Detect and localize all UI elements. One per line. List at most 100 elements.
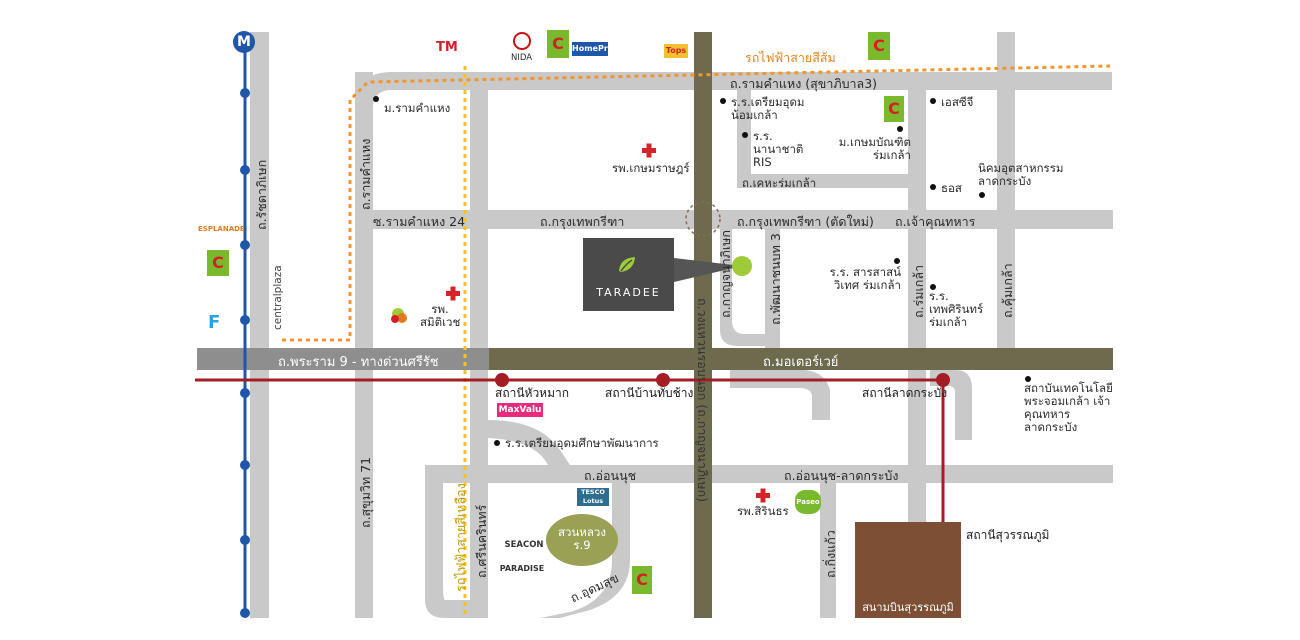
- fashion-island-logo: F: [208, 312, 221, 333]
- label-road-soi-ram-24: ซ.รามคำแหง 24: [373, 214, 466, 229]
- road-khum-klao: [997, 32, 1015, 350]
- label-thos: ธอส: [941, 181, 962, 195]
- maxvalu-logo: MaxValu: [497, 403, 543, 417]
- orange-line-track: [282, 64, 1111, 342]
- road-ramkhamhaeng-top: [355, 72, 1112, 108]
- road-curve-mid: [730, 370, 830, 420]
- esplanade-logo: ESPLANADE: [198, 225, 245, 233]
- label-kmitl: สถาบันเทคโนโลยี พระจอมเกล้า เจ้าคุณทหาร …: [1024, 381, 1113, 434]
- poi-dot: [894, 258, 900, 264]
- hospital-icons: [446, 143, 770, 503]
- road-udomsuk: [540, 483, 630, 618]
- label-road-king-kaeo: ถ.กิ่งแก้ว: [823, 530, 838, 578]
- blue-station: [240, 388, 250, 398]
- poi-dot: [494, 440, 500, 446]
- nida-logo-icon: [513, 32, 531, 50]
- blue-station: [240, 240, 250, 250]
- paseo-logo: Paseo: [795, 490, 821, 514]
- road-curve-left: [488, 420, 570, 465]
- label-road-ramkhamhaeng-top: ถ.รามคำแหง (สุขาภิบาล3): [730, 76, 878, 91]
- label-road-rama9: ถ.พระราม 9 - ทางด่วนศรีรัช: [278, 355, 439, 370]
- hospital-cross-icon: [446, 286, 460, 301]
- bigc-logo: C: [868, 32, 890, 60]
- road-ratchada: [250, 32, 269, 618]
- poi-dot: [742, 132, 748, 138]
- poi-dot: [930, 98, 936, 104]
- station-lat-krabang-marker: [936, 373, 950, 387]
- label-nida: NIDA: [511, 53, 533, 63]
- label-triam-nomklao: ร.ร.เตรียมอุดม น้อมเกล้า: [731, 95, 805, 122]
- road-kanchanaphisek: [694, 32, 712, 618]
- label-scg: เอสซีจี: [941, 95, 974, 109]
- blue-line-stations: [240, 88, 250, 618]
- road-krungthep-kreetha: [373, 210, 1113, 229]
- label-road-ke-ha-romklao: ถ.เคหะร่มเกล้า: [742, 176, 817, 190]
- poi-dot: [373, 96, 379, 102]
- bigc-logo: C: [207, 250, 229, 276]
- homepro-logo: HomePro: [572, 42, 613, 56]
- road-king-kaeo: [820, 483, 836, 618]
- poi-dot: [720, 98, 726, 104]
- station-hua-mak-marker: [495, 373, 509, 387]
- label-road-kanchanaphisek-1: ถ.กาญจนาภิเษก: [718, 230, 733, 318]
- taradee-project-box[interactable]: TARADEE: [583, 238, 674, 311]
- label-industrial-estate: นิคมอุตสาหกรรม ลาดกระบัง: [978, 161, 1064, 188]
- label-road-srinakarin: ถ.ศรีนครินทร์: [474, 504, 489, 578]
- label-station-lat-krabang: สถานีลาดกระบัง: [862, 386, 948, 400]
- label-triam-pattanakarn: ร.ร.เตรียมอุดมศึกษาพัฒนาการ: [505, 436, 659, 450]
- road-soi-nomklao: [737, 90, 751, 188]
- road-yellow-corridor: [425, 483, 470, 618]
- airport-box[interactable]: สนามบินสุวรรณภูมิ: [855, 522, 961, 618]
- paradise-logo: PARADISE: [499, 564, 545, 573]
- label-saraswittayakhom: ร.ร. สารสาสน์วิเทศ ร่มเกล้า: [829, 265, 901, 292]
- blue-station: [240, 535, 250, 545]
- samitivej-logo-icon: [388, 305, 408, 335]
- tops-logo: Tops: [664, 44, 688, 58]
- label-road-on-nut-lat: ถ.อ่อนนุช-ลาดกระบัง: [784, 468, 899, 483]
- label-road-on-nut: ถ.อ่อนนุช: [584, 468, 637, 483]
- label-road-motorway: ถ.มอเตอร์เวย์: [763, 355, 839, 370]
- label-nanachat-ris: ร.ร. นานาชาติ RIS: [753, 129, 804, 169]
- mall-logo: TM: [436, 40, 458, 55]
- blue-station: [240, 460, 250, 470]
- blue-station: [240, 608, 250, 618]
- airport-label: สนามบินสุวรรณภูมิ: [862, 601, 954, 614]
- central-plaza-logo: centralplaza: [272, 265, 284, 330]
- bigc-logo: C: [884, 96, 904, 122]
- road-rama9-expressway: [197, 348, 489, 370]
- road-ke-ha-romklao: [737, 174, 909, 188]
- seacon-logo: SEACON: [504, 540, 544, 550]
- label-road-khum-klao: ถ.คุ้มเกล้า: [1000, 263, 1015, 318]
- road-motorway: [489, 348, 1113, 370]
- label-ram-university: ม.รามคำแหง: [384, 101, 451, 115]
- label-samitivej-hosp: รพ. สมิติเวช: [420, 302, 461, 329]
- poi-dot: [930, 184, 936, 190]
- road-service-loop: [720, 229, 780, 346]
- hospital-cross-icon: [642, 143, 656, 158]
- road-on-nut: [425, 465, 1113, 483]
- poi-dot: [979, 192, 985, 198]
- blue-station: [240, 315, 250, 325]
- label-road-ramkhamhaeng-v: ถ.รามคำแหง: [358, 138, 373, 210]
- label-road-phatthana-chonnabot3: ถ.พัฒนาชนบท 3: [768, 233, 783, 325]
- blue-station: [240, 88, 250, 98]
- road-ramkhamhaeng-sukhumvit71: [355, 72, 373, 618]
- label-thepsirin: ร.ร. เทพศิรินทร์ ร่มเกล้า: [929, 289, 984, 329]
- label-road-sukhumvit71: ถ.สุขุมวิท 71: [358, 456, 373, 528]
- label-suan-luang: สวนหลวง ร.9: [557, 525, 607, 552]
- poi-dot: [897, 126, 903, 132]
- suan-luang-park: [546, 514, 618, 566]
- label-kasem-ratsadon-hosp: รพ.เกษมราษฎร์: [612, 161, 690, 175]
- station-ban-thap-chang-marker: [656, 373, 670, 387]
- label-road-chao-khun-thahan: ถ.เจ้าคุณทหาร: [895, 214, 976, 229]
- label-kasem-bundit: ม.เกษมบัณฑิต ร่มเกล้า: [838, 135, 911, 162]
- label-station-suvarnabhumi: สถานีสุวรรณภูมิ: [966, 528, 1050, 542]
- bigc-logo: C: [632, 566, 652, 594]
- road-network: [250, 32, 1113, 618]
- label-orange-line: รถไฟฟ้าสายสีส้ม: [745, 50, 836, 65]
- label-sirinthorn-hosp: รพ.สิรินธร: [737, 504, 789, 518]
- label-road-kanchanaphisek-2: ถ.วงแหวนรอบนอก (ถ.กาญจนาภิเษก): [695, 298, 710, 503]
- project-pointer: [674, 258, 742, 282]
- label-road-krungthep-kreetha: ถ.กรุงเทพกรีฑา: [540, 214, 625, 229]
